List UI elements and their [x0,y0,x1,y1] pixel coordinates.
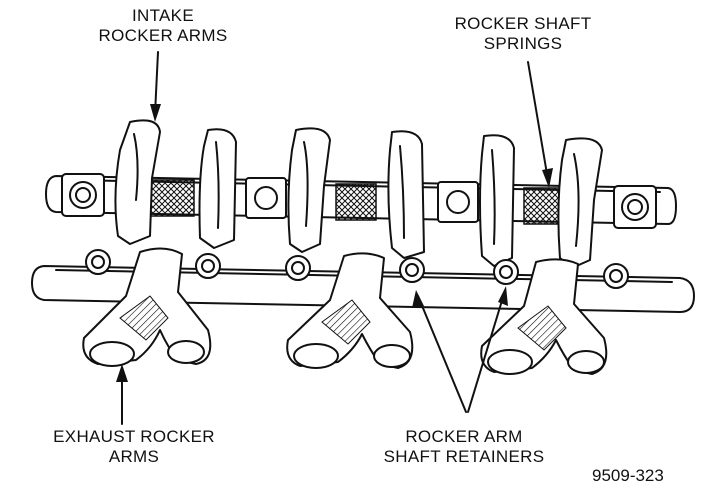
callout-leaders [116,51,553,425]
intake-rocker-arms-label: INTAKE ROCKER ARMS [78,6,248,46]
intake-label-line-1: INTAKE [132,6,194,25]
exhaust-rocker-arms-label: EXHAUST ROCKER ARMS [14,427,254,467]
shaft-retainer-blocks [245,177,479,223]
retainers-label-line-2: SHAFT RETAINERS [383,447,545,466]
exhaust-label-line-1: EXHAUST ROCKER [53,427,215,446]
intake-rocker-arms [114,119,603,269]
exhaust-label-line-2: ARMS [108,447,160,466]
shaft-retainers-label: ROCKER ARM SHAFT RETAINERS [354,427,574,467]
exhaust-rocker-arms [82,247,608,375]
intake-label-line-2: ROCKER ARMS [98,26,228,45]
rocker-shaft-springs-label: ROCKER SHAFT SPRINGS [438,14,608,54]
springs-label-line-2: SPRINGS [483,34,563,53]
springs-label-line-1: ROCKER SHAFT [454,14,592,33]
figure-number: 9509-323 [592,466,664,485]
shaft-end-caps [61,173,657,229]
retainers-label-line-1: ROCKER ARM [405,427,523,446]
shaft-retainer-bolts [85,249,629,289]
